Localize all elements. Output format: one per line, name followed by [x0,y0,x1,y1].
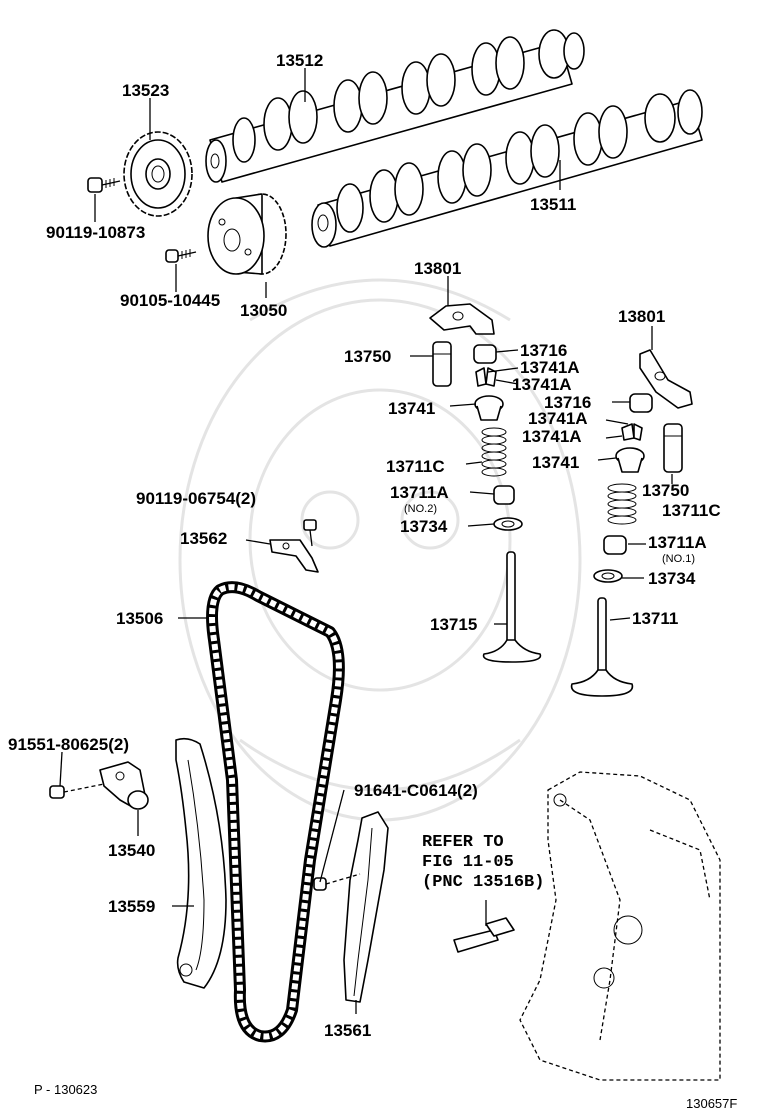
label-13741A-right-2: 13741A [522,427,582,446]
part-labels: 13512 13523 90119-10873 13511 90105-1044… [8,51,737,1111]
label-90119-06754: 90119-06754(2) [136,489,256,508]
bolt-90119-10873 [87,177,121,193]
label-90105-10445: 90105-10445 [120,291,220,310]
label-13561: 13561 [324,1021,371,1040]
label-13734-right: 13734 [648,569,696,588]
valve-spring-13711C-left [481,427,507,477]
camshaft-sprocket-13523 [123,131,193,217]
refer-note-line-2: FIG 11-05 [422,853,514,872]
rocker-arm-13801-right [639,349,693,409]
retainer-keys-13741A-right [621,423,643,441]
label-13559: 13559 [108,897,155,916]
refer-note-line-1: REFER TO [422,833,504,852]
lash-adjuster-13750-left [432,341,452,387]
label-13711C-right: 13711C [662,501,721,520]
timing-chain-13506 [206,581,345,1043]
label-13741-right: 13741 [532,453,579,472]
spring-retainer-13741-right [615,447,645,473]
camshaft-13511 [311,89,703,248]
label-13711C-left: 13711C [386,457,445,476]
refer-note-line-3: (PNC 13516B) [422,873,544,892]
label-13734-left: 13734 [400,517,448,536]
spring-seat-13734-left [493,517,523,531]
label-91641-C0614: 91641-C0614(2) [354,781,478,800]
oil-nozzle-13516B [453,900,515,953]
chain-guide-13562 [269,539,319,573]
label-13711: 13711 [632,609,678,628]
intake-valve-13711 [570,597,634,697]
valve-stem-seal-13711A-left [493,485,515,505]
chain-guide-13561 [343,811,389,1003]
footer-figure-code: 130657F [686,1096,737,1111]
label-91551-80625: 91551-80625(2) [8,735,129,754]
label-13711A-right: 13711A [648,533,707,552]
bolt-91551-80625 [49,783,105,799]
rocker-arm-13801-left [429,303,495,335]
vvt-gear-13050 [207,193,287,275]
label-no1: (NO.1) [662,553,695,565]
label-13512: 13512 [276,51,323,70]
footer-page-code: P - 130623 [34,1082,97,1097]
spring-seat-13734-right [593,569,623,583]
bolt-91641-C0614 [313,873,361,891]
label-13741-left: 13741 [388,399,435,418]
label-13716-right: 13716 [544,393,591,412]
label-13562: 13562 [180,529,227,548]
bolt-90119-06754 [303,519,317,547]
valve-stem-end-cap-13716-right [629,393,653,413]
label-no2: (NO.2) [404,503,437,515]
exhaust-valve-13715 [482,551,542,663]
label-13750-left: 13750 [344,347,391,366]
spring-retainer-13741-left [474,395,504,421]
label-13801-right: 13801 [618,307,665,326]
label-13741A-left-2: 13741A [512,375,572,394]
label-13750-right: 13750 [642,481,689,500]
label-13711A-left: 13711A [390,483,449,502]
label-13715: 13715 [430,615,477,634]
valve-stem-end-cap-13716-left [473,344,497,364]
label-13741A-left-1: 13741A [520,358,580,377]
bolt-90105-10445 [165,249,197,263]
label-13540: 13540 [108,841,155,860]
chain-tensioner-arm-13559 [175,737,227,989]
valve-stem-seal-13711A-right [603,535,627,555]
label-13050: 13050 [240,301,287,320]
label-13716-left: 13716 [520,341,567,360]
chain-tensioner-13540 [99,761,149,810]
valve-spring-13711C-right [607,483,637,525]
leader-lines [59,68,673,1014]
lash-adjuster-13750-right [663,423,683,473]
label-13506: 13506 [116,609,163,628]
camshaft-13512 [205,29,585,183]
label-13801-left: 13801 [414,259,461,278]
label-13741A-right-1: 13741A [528,409,588,428]
label-90119-10873: 90119-10873 [46,223,145,242]
label-13523: 13523 [122,81,169,100]
label-13511: 13511 [530,195,576,214]
engine-block-outline [519,771,721,1081]
